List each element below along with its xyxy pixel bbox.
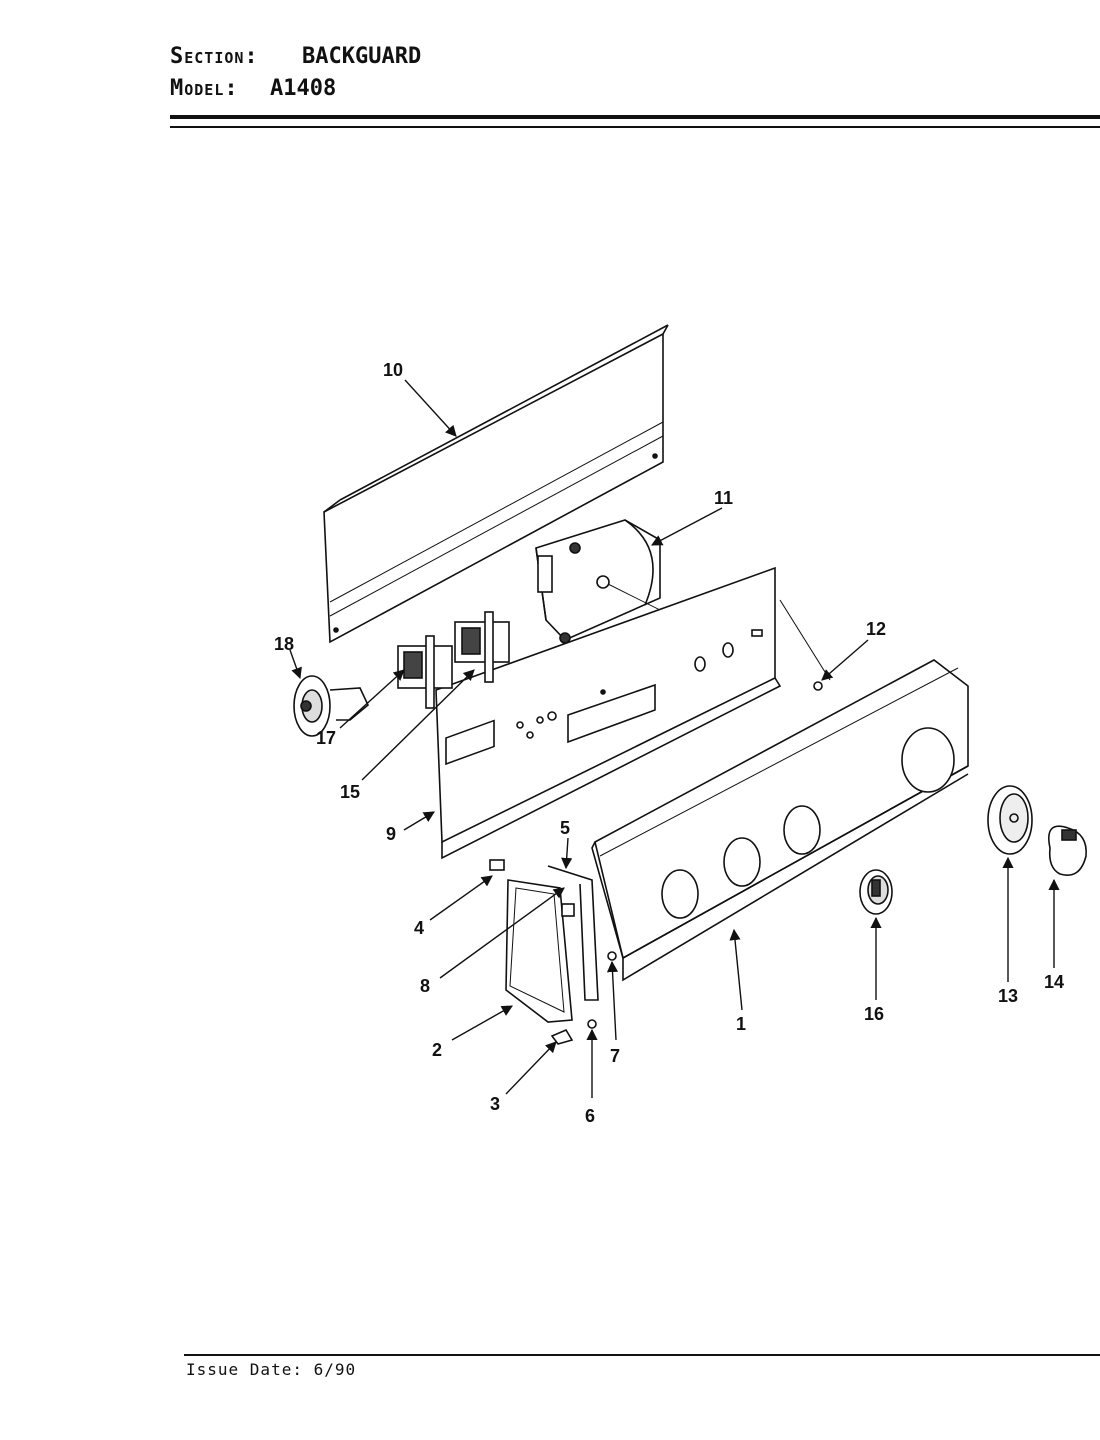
callout-16: 16 xyxy=(864,1004,884,1024)
section-label: Section: xyxy=(170,44,259,69)
clip-4 xyxy=(489,859,505,871)
bezel-13 xyxy=(987,785,1033,855)
callout-14: 14 xyxy=(1044,972,1064,992)
callout-12: 12 xyxy=(866,619,886,639)
clip-3 xyxy=(550,1028,574,1045)
callout-1: 1 xyxy=(736,1014,746,1034)
callout-7: 7 xyxy=(610,1046,620,1066)
screw-6 xyxy=(587,1019,597,1029)
callout-2: 2 xyxy=(432,1040,442,1060)
issue-date: Issue Date: 6/90 xyxy=(186,1360,357,1379)
section-row: Section: BACKGUARD xyxy=(170,44,421,76)
timer-assembly xyxy=(535,519,721,644)
end-cap-2 xyxy=(505,879,573,1023)
switch-15 xyxy=(454,611,510,683)
callout-3: 3 xyxy=(490,1094,500,1114)
callout-5: 5 xyxy=(560,818,570,838)
callout-6: 6 xyxy=(585,1106,595,1126)
header-block: Section: BACKGUARD Model: A1408 xyxy=(170,44,421,108)
model-row: Model: A1408 xyxy=(170,76,421,108)
switch-17 xyxy=(397,635,453,709)
header-rule-thin xyxy=(170,126,1100,128)
screw-7 xyxy=(607,951,617,961)
callout-10: 10 xyxy=(383,360,403,380)
control-panel xyxy=(435,566,831,860)
rear-cover-panel xyxy=(323,324,669,644)
motor-18 xyxy=(293,675,369,737)
callout-17: 17 xyxy=(316,728,336,748)
knob-14 xyxy=(1048,825,1087,876)
callout-18: 18 xyxy=(274,634,294,654)
screw-12 xyxy=(813,681,823,691)
callout-9: 9 xyxy=(386,824,396,844)
footer-rule xyxy=(184,1354,1100,1356)
callout-15: 15 xyxy=(340,782,360,802)
callout-11: 11 xyxy=(714,488,733,508)
callout-4: 4 xyxy=(414,918,424,938)
callout-13: 13 xyxy=(998,986,1018,1006)
header-rule-thick xyxy=(170,115,1100,119)
main-backguard-panel xyxy=(591,659,969,982)
knob-16 xyxy=(859,869,893,915)
model-label: Model: xyxy=(170,76,239,101)
bracket-8 xyxy=(561,903,575,917)
bracket-5 xyxy=(547,865,599,1001)
section-value: BACKGUARD xyxy=(302,44,422,69)
callout-8: 8 xyxy=(420,976,430,996)
model-value: A1408 xyxy=(270,76,337,101)
